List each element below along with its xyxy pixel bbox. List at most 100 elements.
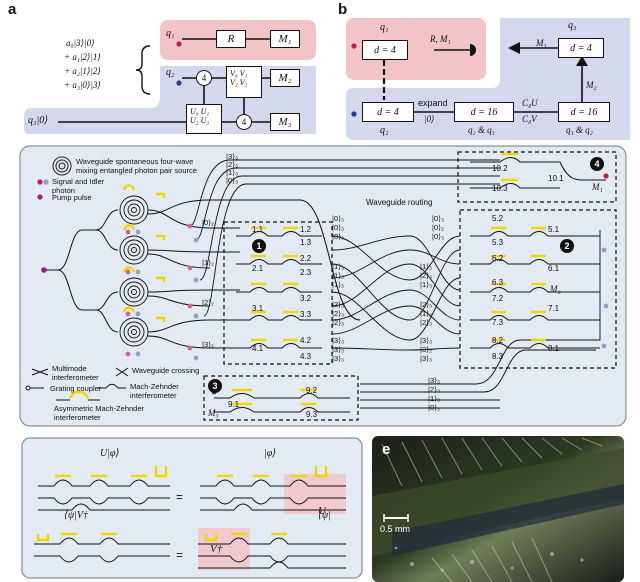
chip-photograph	[372, 436, 624, 582]
ket-route-a-6: |2⟩₃	[332, 300, 345, 309]
ket-left-3: |3⟩₂	[202, 340, 214, 349]
b-d4-box-q1: d = 4	[362, 40, 408, 60]
panel-c-chip-diagram	[19, 145, 627, 427]
node-10-2: 10.2	[492, 164, 508, 173]
ket-route-a-0: |0⟩₃	[332, 214, 345, 223]
b-RM1-label: R, M₁	[430, 34, 451, 44]
node-4-1: 4.1	[252, 344, 264, 353]
b-d4-box-q3: d = 4	[558, 38, 604, 58]
state-term-2: + a₂|1⟩|2⟩	[64, 66, 101, 76]
b-M2-label: M₂	[586, 80, 597, 90]
b-d16-box-1: d = 16	[454, 102, 514, 122]
pump-label: Pump pulse	[52, 193, 92, 202]
ket-left-1: |1⟩₂	[202, 258, 214, 267]
b-M3-label: M₃	[536, 38, 547, 48]
node-3-3: 3.3	[300, 310, 312, 319]
ket-route-a-2: |0⟩₃	[332, 232, 345, 241]
panel-b-diagram	[346, 18, 630, 140]
d-U-label: U	[318, 505, 326, 517]
ket-route-b-3: |1⟩₃	[420, 262, 433, 271]
routing-label: Waveguide routing	[366, 198, 433, 207]
ket-route-a-10: |3⟩₃	[332, 345, 345, 354]
ket-top-0: |0⟩₃	[226, 176, 239, 185]
ket-bottom-0: |0⟩₃	[428, 403, 441, 412]
b-d16-box-2: d = 16	[558, 102, 610, 122]
node-5-2: 5.2	[492, 214, 504, 223]
ket-top-3: |3⟩₃	[226, 152, 239, 161]
b-zero-ket: |0⟩	[424, 114, 435, 124]
ket-route-b-7: |1⟩₂	[420, 309, 432, 318]
ket-bottom-2: |2⟩₃	[428, 385, 441, 394]
node-2-3: 2.3	[300, 268, 312, 277]
ket-route-b-5: |1⟩₃	[420, 280, 433, 289]
multimode-label: Multimode interferometer	[52, 364, 99, 382]
node-8-2: 8.2	[492, 336, 504, 345]
b-q3q2-label: q₃ & q₂	[566, 125, 593, 135]
ket-bottom-1: |1⟩₃	[428, 394, 441, 403]
node-2-2: 2.2	[300, 254, 312, 263]
b-expand-label: expand	[418, 98, 448, 108]
state-term-3: + a₃|0⟩|3⟩	[64, 80, 101, 90]
ket-top-1: |1⟩₃	[226, 168, 239, 177]
panel-label-a: a	[8, 1, 17, 18]
ket-route-a-8: |2⟩₃	[332, 318, 345, 327]
ket-route-a-4: |1⟩₃	[332, 271, 345, 280]
ket-bottom-3: |3⟩₃	[428, 376, 441, 385]
ket-route-b-4: |2⟩₃	[420, 271, 433, 280]
node-7-1: 7.1	[548, 304, 560, 313]
a-q3-label: q₃|0⟩	[28, 115, 49, 126]
d-psi: ⟨ψ|	[318, 510, 331, 521]
a-M2-box: M₂	[270, 69, 300, 87]
ket-route-a-5: |1⟩₃	[332, 280, 345, 289]
state-term-1: + a₁|2⟩|1⟩	[64, 52, 101, 62]
b-q3-top-label: q₃	[568, 20, 577, 31]
ket-left-2: |2⟩₂	[202, 298, 214, 307]
ket-route-b-10: |3⟩₂	[420, 345, 432, 354]
node-5-1: 5.1	[548, 225, 560, 234]
ket-route-a-3: |1⟩₃	[332, 262, 345, 271]
ket-route-b-2: |0⟩₃	[432, 232, 445, 241]
signal-idler-label: Signal and Idler photon	[52, 177, 105, 195]
node-8-3: 8.3	[492, 352, 504, 361]
c-M3-label: M₃	[208, 408, 219, 418]
node-6-3: 6.3	[492, 278, 504, 287]
a-M1-box: M₁	[270, 30, 300, 48]
panel-d-diagram	[21, 437, 363, 579]
region-3-badge: 3	[208, 379, 222, 393]
d-equals-1: =	[176, 490, 184, 504]
node-9-3: 9.3	[306, 410, 318, 419]
node-9-1: 9.1	[228, 400, 240, 409]
ket-route-b-11: |3⟩₃	[420, 354, 433, 363]
scale-bar-label: 0.5 mm	[380, 524, 411, 534]
amzi-label: Asymmetric Mach-Zehnder interferometer	[54, 404, 145, 422]
node-3-1: 3.1	[252, 304, 264, 313]
node-10-1: 10.1	[548, 174, 564, 183]
ket-route-b-0: |0⟩₃	[432, 214, 445, 223]
region-2-badge: 2	[560, 239, 574, 253]
node-4-3: 4.3	[300, 352, 312, 361]
c-M1-label: M₁	[592, 182, 603, 192]
node-2-1: 2.1	[252, 264, 264, 273]
a-M3-box: M₃	[270, 113, 300, 131]
source-label: Waveguide spontaneous four-wave mixing e…	[76, 157, 197, 175]
d-phi: |φ⟩	[264, 448, 277, 459]
crossing-label: Waveguide crossing	[132, 366, 200, 375]
b-d4-box-q2: d = 4	[362, 102, 414, 122]
state-term-0: a₀|3⟩|0⟩	[66, 38, 95, 48]
node-6-2: 6.2	[492, 254, 504, 263]
panel-label-b: b	[338, 1, 348, 18]
ket-top-2: |2⟩₃	[226, 160, 239, 169]
ket-route-b-1: |0⟩₂	[432, 223, 444, 232]
node-7-2: 7.2	[492, 294, 504, 303]
node-3-2: 3.2	[300, 294, 312, 303]
ket-route-a-11: |3⟩₃	[332, 354, 345, 363]
ket-route-b-8: |2⟩₃	[420, 318, 433, 327]
node-9-2: 9.2	[306, 386, 318, 395]
a-four-circle-bottom: 4	[236, 114, 252, 130]
ket-route-a-1: |0⟩₃	[332, 223, 345, 232]
ket-route-a-9: |3⟩₃	[332, 336, 345, 345]
b-q2q3-label: q₂ & q₃	[468, 125, 495, 135]
b-q2-label: q₂	[380, 125, 389, 136]
node-7-3: 7.3	[492, 318, 504, 327]
